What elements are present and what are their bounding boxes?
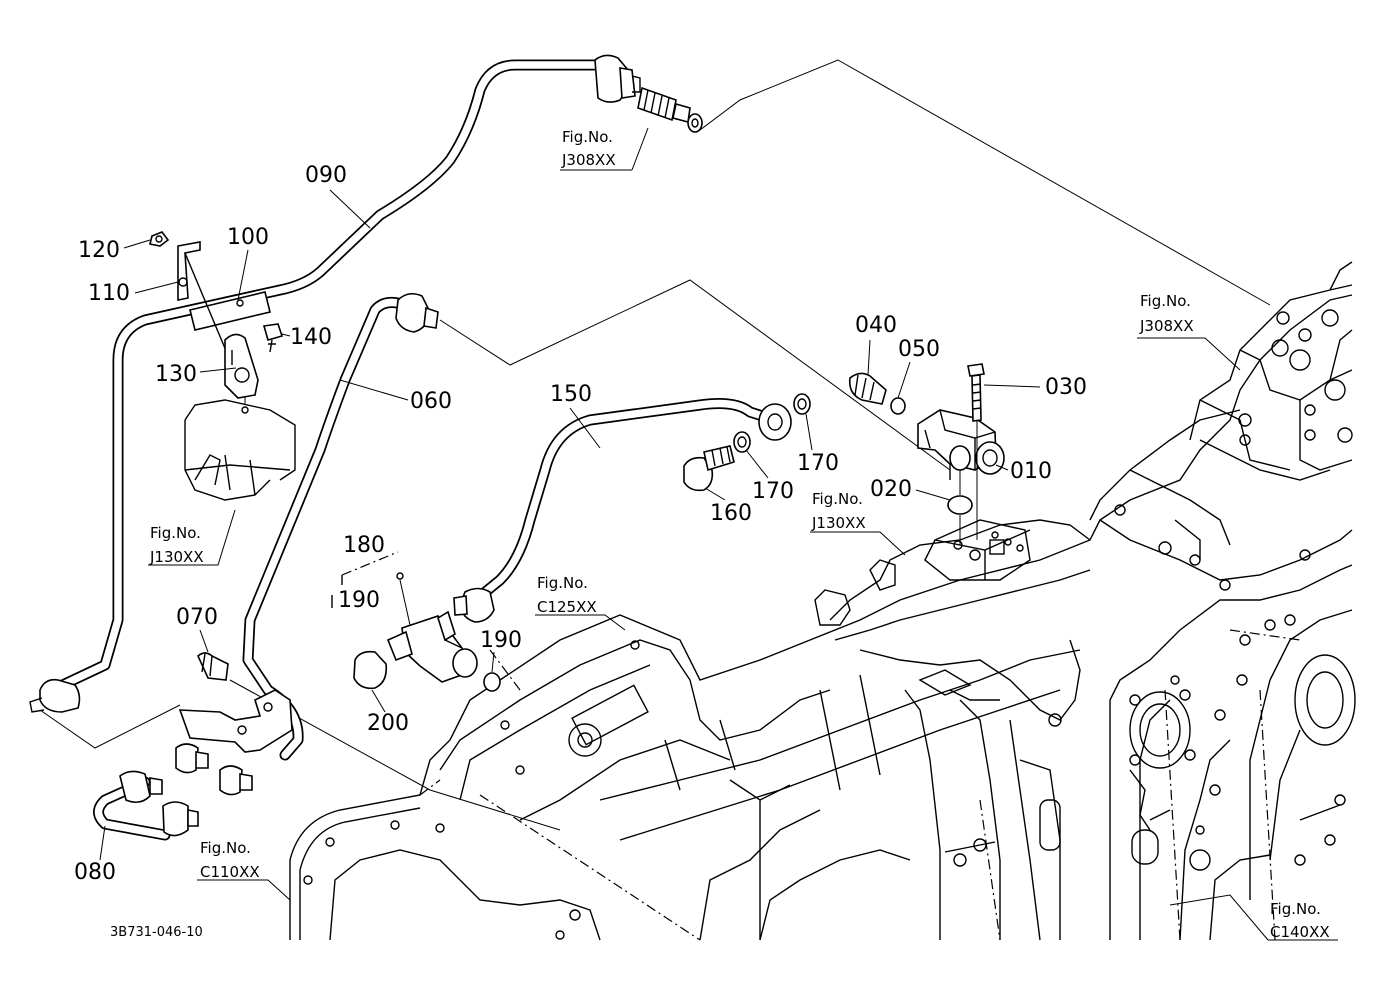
pipe-150 [472,398,781,604]
clamp-130 [224,333,259,399]
union-assembly [93,689,293,841]
bolt-030 [967,363,985,540]
connector-180 [386,572,478,683]
nut-120 [149,231,170,247]
fig-ref-j308-right[interactable]: J308XX [1139,317,1194,335]
label-070: 070 [176,605,218,630]
label-100: 100 [227,225,269,250]
label-110: 110 [88,281,130,306]
plug-070 [197,652,229,681]
pipe-060 [242,296,411,761]
pipe-090-fitting-top [594,54,641,103]
label-050: 050 [898,337,940,362]
figure-references: Fig.No. J308XX Fig.No. J308XX Fig.No. J1… [149,128,1330,941]
label-020: 020 [870,477,912,502]
valve-010 [917,409,1005,480]
pipe-150-fitting [453,587,495,623]
fig-ref-prefix-c125: Fig.No. [537,574,588,592]
part-labels: 010 020 030 040 050 060 070 080 090 100 … [74,163,1087,885]
fig-ref-prefix-j130-left: Fig.No. [150,524,201,542]
washer-170-a [793,393,811,415]
connector-j308-top [637,86,703,133]
label-200: 200 [367,711,409,736]
o-ring-050 [890,397,906,415]
bolt-140 [262,323,284,353]
fig-ref-c110[interactable]: C110XX [200,863,260,881]
label-180: 180 [343,533,385,558]
label-190-right: 190 [480,628,522,653]
cap-200 [353,650,388,690]
o-ring-020 [947,470,973,545]
label-160: 160 [710,501,752,526]
group-180-bracket [331,551,399,608]
pipe-150-eye-fitting [758,403,792,441]
label-040: 040 [855,313,897,338]
fig-ref-j130-mid[interactable]: J130XX [811,514,866,532]
label-170-upper: 170 [797,451,839,476]
label-060: 060 [410,389,452,414]
fig-ref-prefix-j308-right: Fig.No. [1140,292,1191,310]
pipe-090 [46,59,611,696]
pipe-090-fitting-bottom [29,678,81,713]
label-080: 080 [74,860,116,885]
left-bracket-housing [184,365,296,501]
label-030: 030 [1045,375,1087,400]
fig-ref-prefix-j308-top: Fig.No. [562,128,613,146]
fig-ref-c125[interactable]: C125XX [537,598,597,616]
drawing-number: 3B731-046-10 [110,925,203,940]
fig-ref-prefix-c110: Fig.No. [200,839,251,857]
eye-bolt-160 [683,445,735,492]
fitting-040 [848,372,887,405]
label-010: 010 [1010,459,1052,484]
label-090: 090 [305,163,347,188]
bracket-110 [177,241,233,366]
reference-leaders [39,59,1338,941]
label-120: 120 [78,238,120,263]
label-130: 130 [155,362,197,387]
label-150: 150 [550,382,592,407]
fig-ref-j308-top[interactable]: J308XX [561,151,616,169]
fig-ref-prefix-c140: Fig.No. [1270,900,1321,918]
fig-ref-prefix-j130-mid: Fig.No. [812,490,863,508]
transmission-housing [289,261,1356,941]
label-170-lower: 170 [752,479,794,504]
fig-ref-c140[interactable]: C140XX [1270,923,1330,941]
washer-170-b [733,431,751,453]
label-140: 140 [290,325,332,350]
label-190-left: 190 [338,588,380,613]
pipe-060-fitting [395,292,439,333]
o-ring-190 [483,672,501,692]
fig-ref-j130-left[interactable]: J130XX [149,548,204,566]
